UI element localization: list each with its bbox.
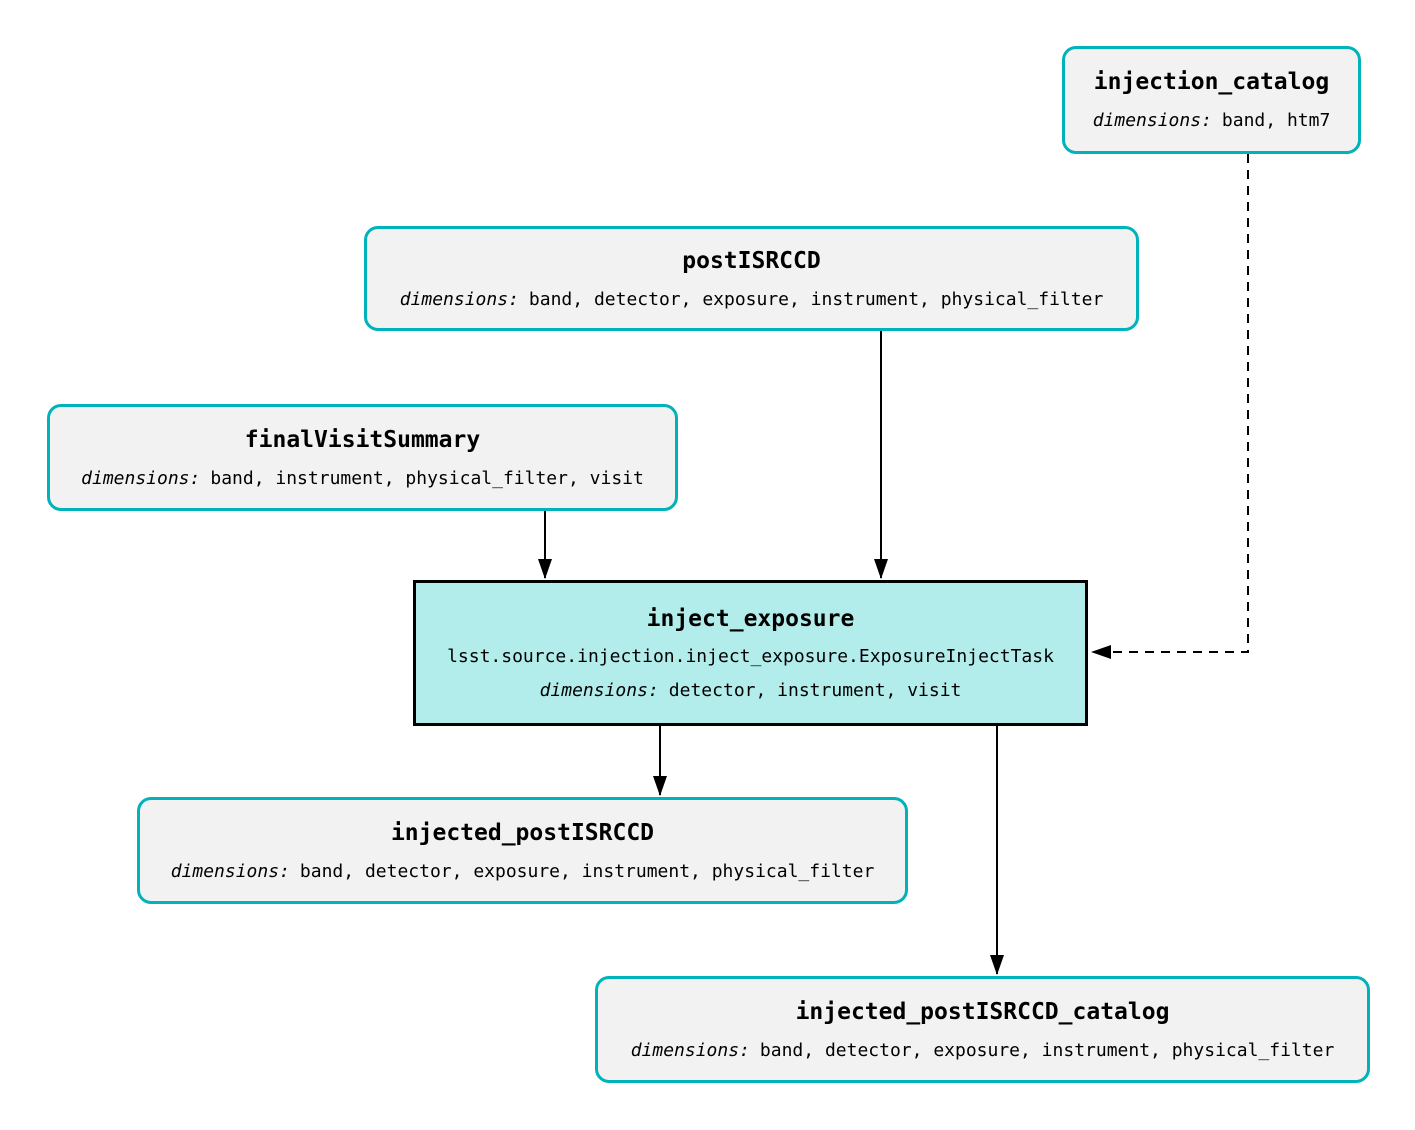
dimensions-label: dimensions:	[539, 679, 659, 701]
dimensions-values: band, htm7	[1221, 110, 1331, 131]
node-dimensions-line: dimensions: band, detector, exposure, ins…	[631, 1040, 1335, 1061]
node-dimensions-line: dimensions: band, detector, exposure, ins…	[171, 861, 875, 882]
dimensions-label: dimensions:	[170, 860, 290, 882]
node-dimensions-line: dimensions: band, instrument, physical_fi…	[81, 468, 644, 489]
dimensions-values: detector, instrument, visit	[668, 679, 962, 701]
dataset-node-injected-postisrccd: injected_postISRCCD dimensions: band, det…	[137, 797, 908, 904]
node-dimensions-line: dimensions: detector, instrument, visit	[540, 680, 962, 701]
dimensions-label: dimensions:	[399, 288, 519, 310]
node-title: inject_exposure	[646, 605, 855, 632]
dimensions-label: dimensions:	[1092, 110, 1212, 131]
node-title: injected_postISRCCD	[390, 819, 655, 846]
dimensions-label: dimensions:	[630, 1039, 750, 1061]
node-title: postISRCCD	[682, 247, 821, 274]
edge-injection-catalog-to-inject-exposure	[1091, 154, 1249, 659]
node-title: finalVisitSummary	[244, 426, 481, 453]
dataset-node-finalvisitsummary: finalVisitSummary dimensions: band, instr…	[47, 404, 678, 511]
dataset-node-injection-catalog: injection_catalog dimensions: band, htm7	[1062, 46, 1361, 154]
node-dimensions-line: dimensions: band, htm7	[1093, 110, 1331, 131]
node-title: injected_postISRCCD_catalog	[795, 998, 1170, 1025]
dimensions-label: dimensions:	[81, 467, 201, 489]
dimensions-values: band, detector, exposure, instrument, ph…	[299, 860, 875, 882]
dimensions-values: band, detector, exposure, instrument, ph…	[759, 1039, 1335, 1061]
node-dimensions-line: dimensions: band, detector, exposure, ins…	[400, 289, 1104, 310]
dataset-node-postisrccd: postISRCCD dimensions: band, detector, ex…	[364, 226, 1139, 331]
node-title: injection_catalog	[1093, 69, 1330, 95]
dataset-node-injected-postisrccd-catalog: injected_postISRCCD_catalog dimensions: b…	[595, 976, 1370, 1083]
task-class-path: lsst.source.injection.inject_exposure.Ex…	[447, 645, 1054, 667]
dimensions-values: band, instrument, physical_filter, visit	[210, 467, 644, 489]
dimensions-values: band, detector, exposure, instrument, ph…	[528, 288, 1104, 310]
task-node-inject-exposure: inject_exposure lsst.source.injection.in…	[413, 580, 1088, 726]
